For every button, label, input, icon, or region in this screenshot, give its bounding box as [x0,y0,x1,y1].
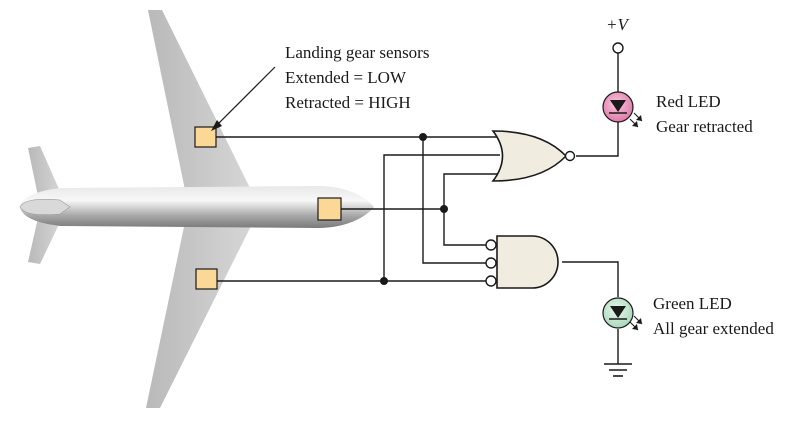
green-led-desc: All gear extended [653,319,774,338]
green-led-label: Green LED [653,294,732,313]
red-led-label: Red LED [656,92,721,111]
sensor-lower [195,268,218,290]
and-input-bubble-2 [485,257,497,269]
junction-dot [380,277,388,285]
supply-label: +V [606,15,630,34]
red-led [602,91,643,128]
nor-output-bubble [564,150,576,162]
nor-gate [491,130,576,182]
sensor-pointer-line [212,66,276,130]
ground-icon [604,363,632,377]
and-input-bubble-3 [485,275,497,287]
sensors-retracted: Retracted = HIGH [285,93,411,112]
sensors-extended: Extended = LOW [285,68,407,87]
tail-fin-top [28,146,62,196]
red-led-desc: Gear retracted [656,117,753,136]
junction-dot [419,133,427,141]
junction-dot [440,205,448,213]
tail-fin-bottom [28,218,62,264]
tail-cone [19,198,71,216]
sensors-title: Landing gear sensors [285,43,429,62]
fuselage [20,186,374,228]
sensor-pointer-arrow [211,120,222,131]
green-led [602,297,643,331]
and-input-bubble-1 [485,239,497,251]
wing-upper [148,10,250,190]
and-gate [485,235,559,289]
airplane [19,10,374,408]
wing-lower [146,222,252,408]
wiring [216,53,619,364]
supply-terminal [612,42,624,54]
sensor-nose [317,197,342,221]
